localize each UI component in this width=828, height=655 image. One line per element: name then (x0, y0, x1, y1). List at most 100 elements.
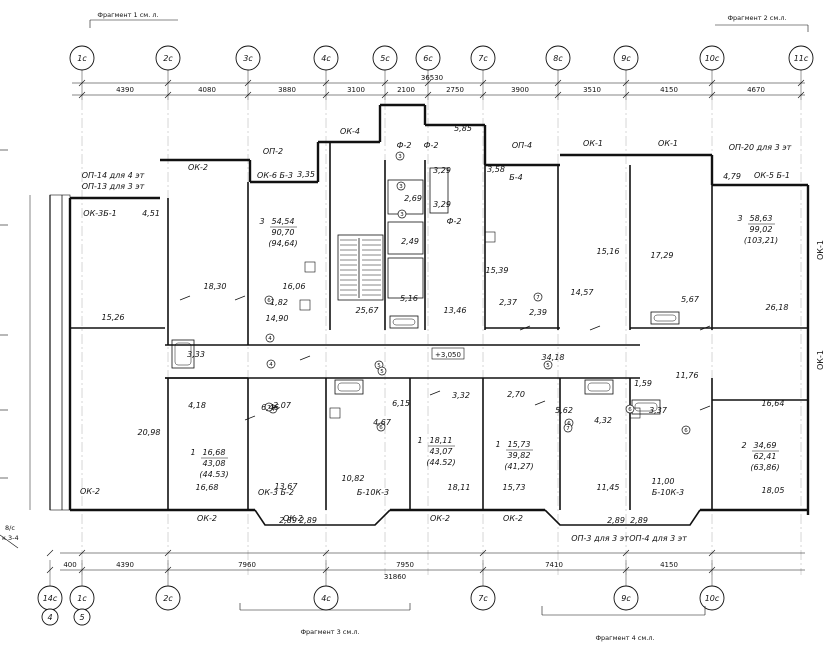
left-note: 8/с (5, 524, 15, 532)
dim-top: 4670 (747, 86, 765, 94)
opening-label: ОК-5 Б-1 (754, 171, 790, 180)
room-area: 3,29 (433, 166, 451, 175)
line (797, 91, 805, 99)
line (554, 79, 562, 87)
rect (387, 221, 424, 255)
opening-label: 2,89 (299, 516, 317, 525)
room-marker-number: 6 (628, 407, 632, 413)
apartment-number: 2 (741, 441, 746, 450)
room-area: 2,70 (507, 390, 525, 399)
opening-label: ОК-2 (430, 514, 450, 523)
room-marker-number: 6 (684, 428, 688, 434)
room-area: 11,00 (652, 477, 675, 486)
apartment-living-area: 16,68 (203, 448, 226, 457)
fixture (634, 402, 658, 412)
axis-10с: 10с (705, 54, 720, 63)
dim-bottom: 7960 (238, 561, 256, 569)
room-marker (265, 333, 275, 343)
axis-bubble (415, 45, 441, 71)
axis-bottom-4с: 4с (321, 594, 331, 603)
fixture (174, 342, 192, 366)
line (322, 91, 330, 99)
left-note: к 3-4 (2, 534, 19, 542)
room-marker (377, 366, 387, 376)
opening-label: 2,89 (279, 516, 297, 525)
apartment-living-area: 54,54 (272, 217, 295, 226)
door-swing (589, 325, 601, 331)
fragment-4-label: Фрагмент 4 см.л. (595, 634, 654, 642)
axis-bubble (41, 608, 59, 626)
axis-bottom-14с: 14с (43, 594, 58, 603)
door-swing (534, 400, 546, 406)
room-area: 18,11 (448, 483, 471, 492)
line (479, 91, 487, 99)
room-marker-number: 4 (268, 336, 272, 342)
room-area: 14,90 (266, 314, 289, 323)
apartment-number: 1 (495, 440, 500, 449)
room-area: 14,57 (571, 288, 595, 297)
fixture (653, 314, 677, 322)
line (479, 549, 487, 557)
room-area: 1,82 (270, 298, 288, 307)
room-marker-number: 7 (566, 426, 570, 432)
room-area: 4,32 (594, 416, 612, 425)
room-area: 15,16 (597, 247, 620, 256)
apartment-gross-area: (94,64) (268, 239, 297, 248)
room-marker-number: 5 (546, 363, 550, 369)
room-marker-number: 5 (380, 369, 384, 375)
line (164, 549, 172, 557)
line (622, 79, 630, 87)
rect (49, 194, 71, 511)
line (622, 566, 630, 574)
axis-bottom-2с: 2с (163, 594, 173, 603)
room-marker-number: 6 (379, 425, 383, 431)
apartment-gross-area: (41,27) (504, 462, 533, 471)
room-area: 11,76 (676, 371, 699, 380)
room-area: 17,29 (651, 251, 674, 260)
room-marker-number: 7 (267, 405, 271, 411)
axis-bubble (470, 585, 496, 611)
axis-bubble (699, 45, 725, 71)
room-area: 2,39 (529, 308, 547, 317)
dim-top: 4150 (660, 86, 678, 94)
dim-bottom: 400 (63, 561, 76, 569)
room-marker (395, 151, 405, 161)
apartment-total-area: 43,08 (203, 459, 226, 468)
line (797, 79, 805, 87)
room-area: 3,37 (649, 406, 668, 415)
room-area: 26,18 (766, 303, 789, 312)
opening-label: 4,51 (142, 209, 160, 218)
opening-label: Ф-2 (424, 141, 439, 150)
axis-bubble (155, 585, 181, 611)
opening-label: Ф-2 (447, 217, 462, 226)
dim-top: 3880 (278, 86, 296, 94)
line (424, 79, 432, 87)
opening-label: 5,85 (454, 124, 472, 133)
room-area: 15,73 (503, 483, 526, 492)
opening-label: ОК-1 (583, 139, 603, 148)
room-area: 15,26 (102, 313, 125, 322)
room-area: 18,05 (762, 486, 785, 495)
door-swing (699, 325, 711, 331)
line (381, 79, 389, 87)
door-swing (429, 390, 441, 396)
axis-4с: 4с (321, 54, 331, 63)
room-area: 16,06 (283, 282, 306, 291)
rect (650, 311, 680, 325)
apartment-number: 3 (737, 214, 742, 223)
opening-label: 4,79 (723, 172, 741, 181)
line (78, 549, 86, 557)
room-marker (563, 423, 573, 433)
room-marker-number: 3 (399, 184, 403, 190)
axis-bubble (545, 45, 571, 71)
dim-top: 2100 (397, 86, 415, 94)
line (46, 549, 54, 557)
opening-label: Ф-2 (397, 141, 412, 150)
axis-5с: 5с (380, 54, 390, 63)
room-marker-number: 6 (267, 298, 271, 304)
dim-top: 3900 (511, 86, 529, 94)
line (381, 91, 389, 99)
axis-bottom-1с: 1с (77, 594, 87, 603)
room-area: 2,37 (499, 298, 518, 307)
